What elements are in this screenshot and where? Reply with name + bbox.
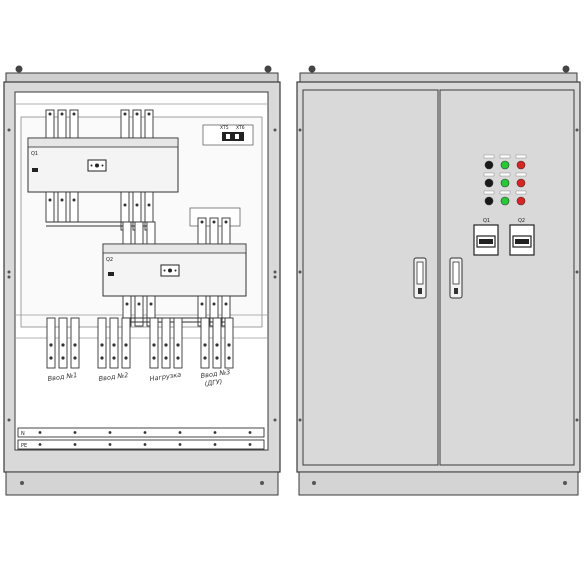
right-door-handle: [449, 257, 463, 299]
left-cabinet: XT5 XT6 Q1: [3, 65, 281, 496]
right-top-cap: [299, 72, 578, 83]
lamp-red-1: [516, 160, 526, 170]
lamp-black-3: [484, 196, 494, 206]
lamp-black-2: [484, 178, 494, 188]
switch-q2: Q2: [102, 217, 247, 327]
busbar-label-generator: (ДГУ): [204, 378, 223, 388]
meter-q2: Q2: [509, 218, 535, 256]
meter-q1: Q1: [473, 218, 499, 256]
lamp-black-1: [484, 160, 494, 170]
lamp-row-1: [484, 160, 526, 170]
busbar-groups: [46, 317, 234, 369]
lamp-row-3: [484, 196, 526, 206]
right-lifting-eye-2: [562, 65, 570, 73]
left-door-handle: [413, 257, 427, 299]
switch-q2-label: Q2: [106, 257, 113, 263]
lamp-green-3: [500, 196, 510, 206]
lamp-red-3: [516, 196, 526, 206]
terminal-block: [222, 132, 244, 141]
left-top-cap: [5, 72, 279, 83]
left-lifting-eye-1: [15, 65, 23, 73]
n-rail: N: [17, 427, 265, 438]
terminal-label-2: XT6: [236, 125, 245, 131]
right-lifting-eye-1: [308, 65, 316, 73]
meter-q2-label: Q2: [518, 218, 525, 224]
left-plinth: [5, 471, 279, 496]
pe-rail-label: PE: [21, 443, 27, 449]
n-rail-label: N: [21, 431, 25, 437]
lamp-red-2: [516, 178, 526, 188]
pe-rail: PE: [17, 439, 265, 450]
terminal-label-1: XT5: [220, 125, 229, 131]
left-lifting-eye-2: [264, 65, 272, 73]
right-plinth: [298, 471, 579, 496]
lamp-green-1: [500, 160, 510, 170]
switch-q1-label: Q1: [31, 151, 38, 157]
meter-q1-label: Q1: [483, 218, 490, 224]
lamp-row-2: [484, 178, 526, 188]
switch-q1: Q1: [27, 109, 179, 231]
right-cabinet: Q1 Q2: [296, 65, 581, 496]
indicator-lamps: [483, 154, 527, 206]
lamp-green-2: [500, 178, 510, 188]
